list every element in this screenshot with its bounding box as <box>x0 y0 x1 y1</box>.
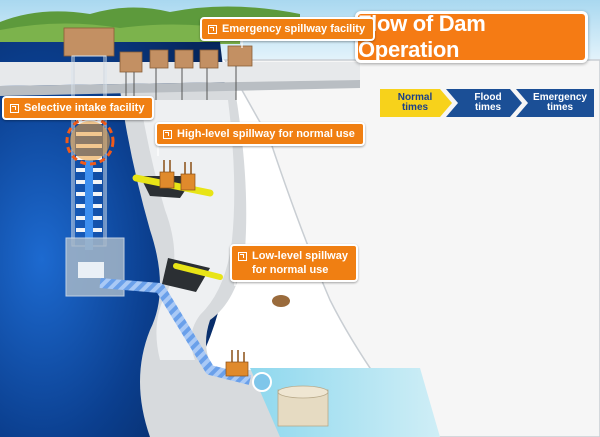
checkbox-icon <box>163 130 172 139</box>
callout-label: Emergency spillway facility <box>222 23 366 35</box>
callout-label: High-level spillway for normal use <box>177 128 355 140</box>
callout-label-line-2: for normal use <box>252 264 329 276</box>
phase-arrows <box>380 89 594 117</box>
callout-selective-intake: Selective intake facility <box>2 96 155 120</box>
phase-label: times <box>546 102 574 113</box>
phase-label: times <box>401 102 429 113</box>
phase-normal: Normal times <box>388 89 442 117</box>
callout-high-level-spillway: High-level spillway for normal use <box>155 122 365 146</box>
checkbox-icon <box>10 104 19 113</box>
phase-label: Normal <box>397 92 433 103</box>
checkbox-icon <box>208 25 217 34</box>
phase-label: times <box>474 102 502 113</box>
callout-label: Selective intake facility <box>24 102 145 114</box>
phase-flood: Flood times <box>460 89 516 117</box>
callout-low-level-spillway: Low-level spillway for normal use <box>230 244 358 282</box>
callout-label-line-1: Low-level spillway <box>252 250 348 262</box>
callout-emergency-spillway: Emergency spillway facility <box>200 17 376 41</box>
checkbox-icon <box>238 252 247 261</box>
phase-label: Flood <box>474 92 502 103</box>
phase-emergency: Emergency times <box>528 89 592 117</box>
page-title: Flow of Dam Operation <box>355 11 588 63</box>
phase-indicator: Normal times Flood times Emergency times <box>380 89 594 117</box>
phase-label: Emergency <box>533 92 587 103</box>
